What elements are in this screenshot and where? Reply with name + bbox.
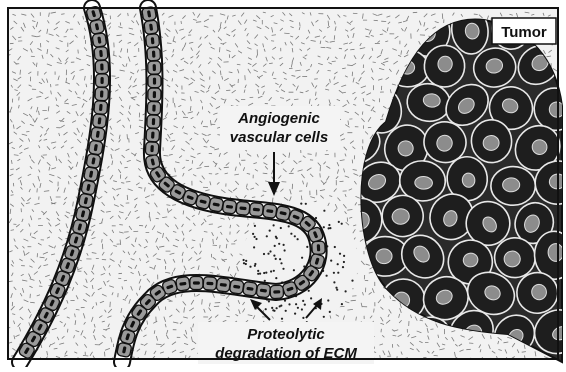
angiogenic-label-line1: Angiogenic bbox=[237, 110, 320, 127]
tumor-label-text: Tumor bbox=[501, 24, 547, 41]
angiogenic-label-line2: vascular cells bbox=[230, 129, 328, 146]
proteolytic-label-line1: Proteolytic bbox=[247, 326, 325, 343]
angiogenic-label: Angiogenic vascular cells bbox=[220, 106, 340, 150]
tumor-label: Tumor bbox=[492, 18, 556, 44]
proteolytic-label: Proteolytic degradation of ECM bbox=[198, 322, 374, 364]
